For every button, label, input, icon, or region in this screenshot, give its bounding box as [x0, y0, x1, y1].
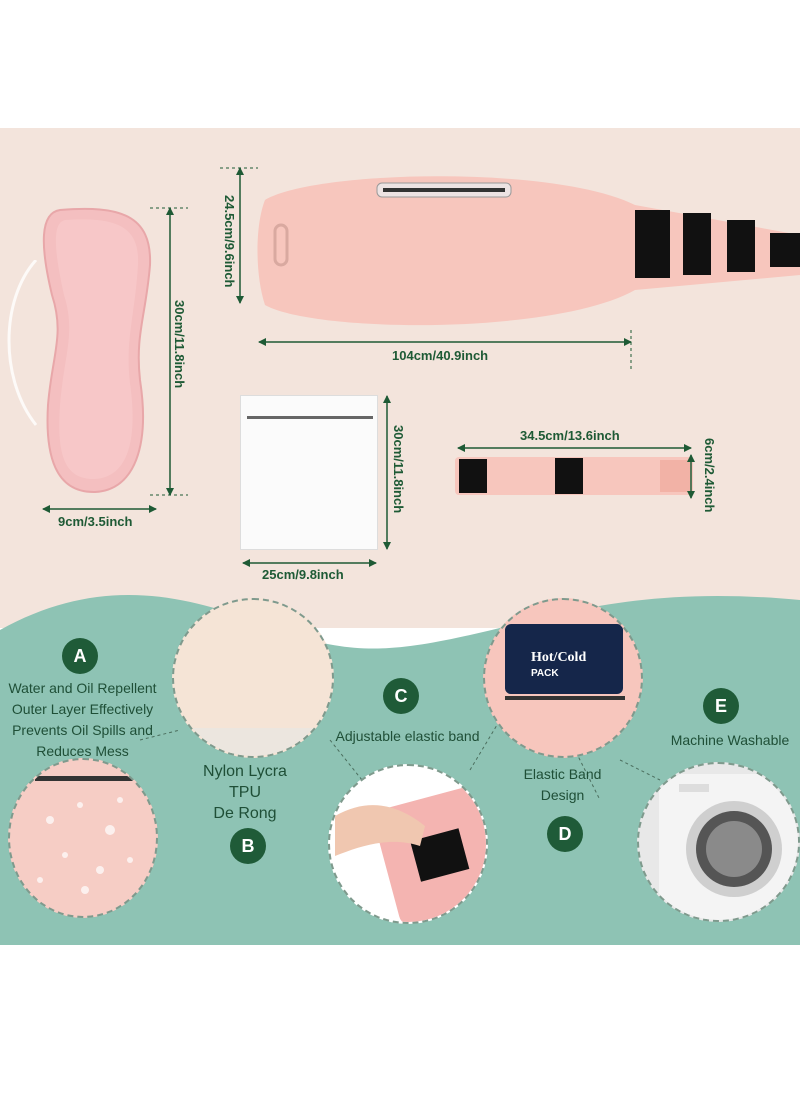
badge-b: B — [230, 828, 266, 864]
bag-height-label: 30cm/11.8inch — [391, 425, 406, 514]
band-length-label: 34.5cm/13.6inch — [520, 428, 620, 443]
feature-b-text: Nylon Lycra TPU De Rong — [203, 763, 287, 822]
pack-label-line2: PACK — [531, 668, 559, 679]
pack-label-line1: Hot/Cold — [531, 650, 587, 665]
feature-a-text: Water and Oil Repellent Outer Layer Effe… — [8, 680, 157, 759]
belt-image — [255, 165, 800, 335]
feature-c-text: Adjustable elastic band — [335, 728, 480, 744]
belt-height-label: 24.5cm/9.6inch — [222, 195, 237, 288]
bag-height-line — [383, 395, 391, 550]
washing-machine-circle — [637, 762, 800, 922]
bag-width-line — [242, 559, 377, 567]
adjust-band-circle — [328, 764, 488, 924]
laundry-bag-image — [240, 395, 378, 550]
hot-cold-pack-circle: Hot/Cold PACK — [483, 598, 643, 758]
elastic-band-image — [455, 455, 695, 497]
band-width-label: 6cm/2.4inch — [702, 438, 717, 513]
pad-width-line — [42, 505, 157, 513]
band-length-line — [457, 444, 692, 452]
hot-cold-pack: Hot/Cold PACK — [505, 624, 623, 694]
bag-width-label: 25cm/9.8inch — [262, 567, 344, 582]
badge-e: E — [703, 688, 739, 724]
material-circle — [172, 598, 334, 758]
belt-width-line — [258, 330, 632, 370]
bottom-whitespace — [0, 945, 800, 1096]
badge-d: D — [547, 816, 583, 852]
decorative-arc — [7, 260, 38, 426]
feature-d-text: Elastic Band Design — [523, 766, 602, 803]
belt-width-label: 104cm/40.9inch — [392, 348, 489, 363]
badge-c: C — [383, 678, 419, 714]
top-whitespace — [0, 0, 800, 128]
pad-height-label: 30cm/11.8inch — [172, 300, 187, 389]
band-width-line — [687, 454, 695, 499]
eye-pad-image — [40, 205, 155, 495]
badge-a: A — [62, 638, 98, 674]
feature-e-text: Machine Washable — [670, 732, 790, 748]
oil-repellent-circle — [8, 758, 158, 918]
pad-height-line — [150, 207, 188, 496]
belt-height-line — [220, 167, 258, 304]
pad-width-label: 9cm/3.5inch — [58, 514, 133, 529]
